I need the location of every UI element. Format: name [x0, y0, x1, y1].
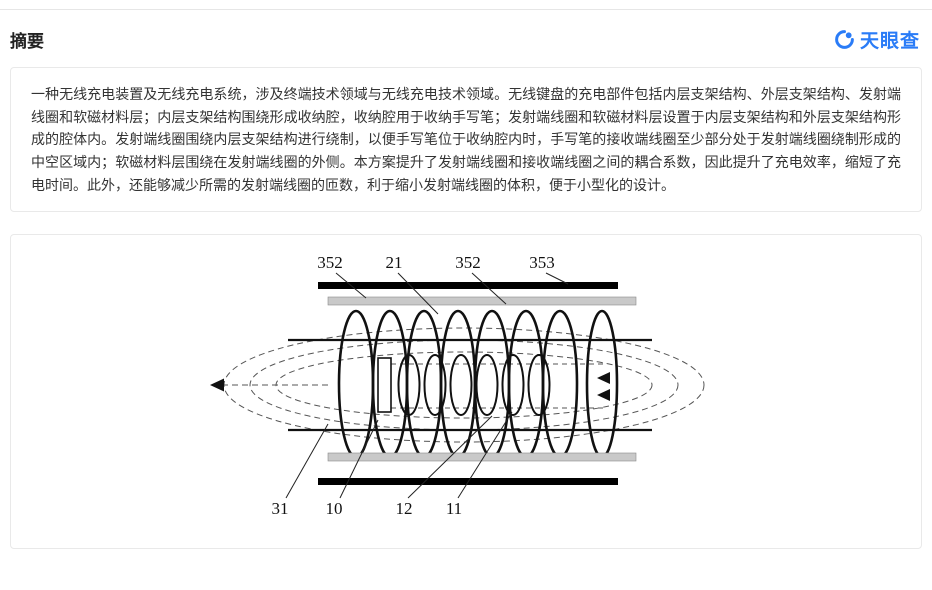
figure-label-353: 353: [529, 253, 555, 272]
leader-lines: [285, 272, 569, 499]
inner-bracket-walls: [288, 338, 652, 431]
tianyancha-logo[interactable]: 天眼查: [834, 26, 920, 53]
top-divider: [0, 9, 932, 10]
figure-label-352-left: 352: [317, 253, 343, 272]
flux-arrow-right2-icon: [597, 388, 610, 401]
stylus-dashed-outline: [382, 363, 606, 409]
page-title: 摘要: [10, 32, 44, 51]
header: 摘要 天眼查: [0, 10, 932, 65]
figure-label-11: 11: [446, 499, 462, 518]
patent-figure: 352 21 352 353 31 10 12 11: [210, 253, 705, 518]
abstract-text: 一种无线充电装置及无线充电系统，涉及终端技术领域与无线充电技术领域。无线键盘的充…: [31, 86, 901, 193]
tianyancha-logo-text: 天眼查: [859, 31, 920, 52]
flux-lines: [222, 327, 705, 443]
stylus-core: [377, 357, 392, 413]
receiver-coil: [397, 353, 551, 416]
figure-label-12: 12: [396, 499, 413, 518]
flux-arrow-right-icon: [597, 371, 610, 384]
figure-label-31: 31: [272, 499, 289, 518]
figure-label-10: 10: [326, 499, 343, 518]
abstract-panel: 一种无线充电装置及无线充电系统，涉及终端技术领域与无线充电技术领域。无线键盘的充…: [10, 67, 922, 213]
tianyancha-logo-icon: [834, 29, 855, 50]
flux-arrow-left-icon: [210, 378, 224, 392]
figure-label-352-right: 352: [455, 253, 481, 272]
figure-label-21: 21: [386, 253, 403, 272]
figure-panel: 352 21 352 353 31 10 12 11: [10, 234, 922, 550]
